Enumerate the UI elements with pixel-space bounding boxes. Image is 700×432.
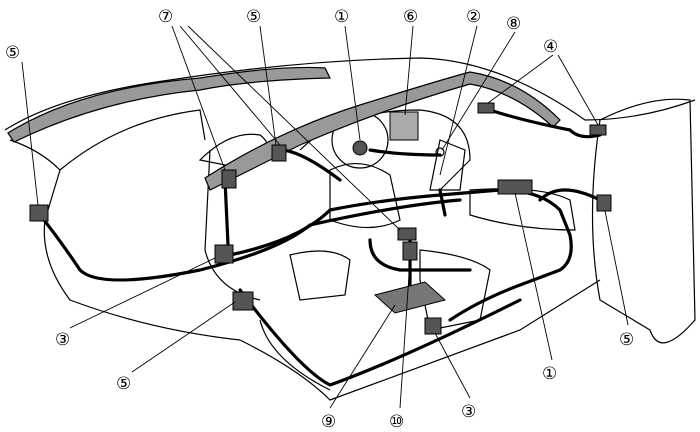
callout-1-top: ① — [334, 7, 349, 27]
components — [29, 102, 612, 335]
occupant-mat — [373, 281, 447, 314]
car-body — [4, 57, 696, 401]
callout-3-left: ③ — [55, 330, 70, 350]
callout-6: ⑥ — [403, 7, 418, 27]
seat-pretensioner-left — [214, 244, 234, 264]
callout-5-rear: ⑤ — [116, 374, 131, 394]
callout-2: ② — [466, 7, 481, 27]
callout-9: ⑨ — [321, 412, 336, 432]
side-sensor-rear — [232, 291, 254, 311]
callout-1-bottom: ① — [542, 364, 557, 384]
curtain-sensor-front — [477, 102, 495, 114]
side-sensor-left-front — [29, 204, 49, 222]
seat-pretensioner-right — [424, 317, 442, 335]
driver-airbag — [352, 140, 368, 156]
callout-labels: ⑤ ⑦ ⑤ ① ⑥ ② ⑧ ④ ③ ⑤ ⑨ ⑩ ③ ① ⑤ — [5, 7, 634, 432]
callout-7: ⑦ — [158, 7, 173, 27]
wiring-harness — [38, 108, 602, 387]
curtain-airbag-left — [7, 66, 331, 143]
callout-10: ⑩ — [389, 412, 404, 432]
callout-8: ⑧ — [506, 14, 521, 34]
callout-5-door: ⑤ — [619, 330, 634, 350]
seat-sensor — [397, 227, 417, 241]
airbag-control-unit — [497, 179, 533, 195]
curtain-sensor-rear — [589, 124, 607, 136]
callout-3-right: ③ — [461, 402, 476, 422]
callout-5-front-left: ⑤ — [5, 43, 20, 63]
passenger-airbag — [389, 111, 419, 141]
curtain-inflator — [221, 169, 237, 189]
side-sensor-door — [596, 194, 612, 212]
side-sensor-b-pillar — [271, 144, 287, 162]
curtain-airbag-right — [204, 71, 561, 191]
leader-lines — [21, 25, 629, 409]
seat-position-sensor — [402, 241, 418, 261]
indicator-light — [435, 147, 445, 157]
callout-5-pillar: ⑤ — [246, 7, 261, 27]
callout-4: ④ — [543, 37, 558, 57]
